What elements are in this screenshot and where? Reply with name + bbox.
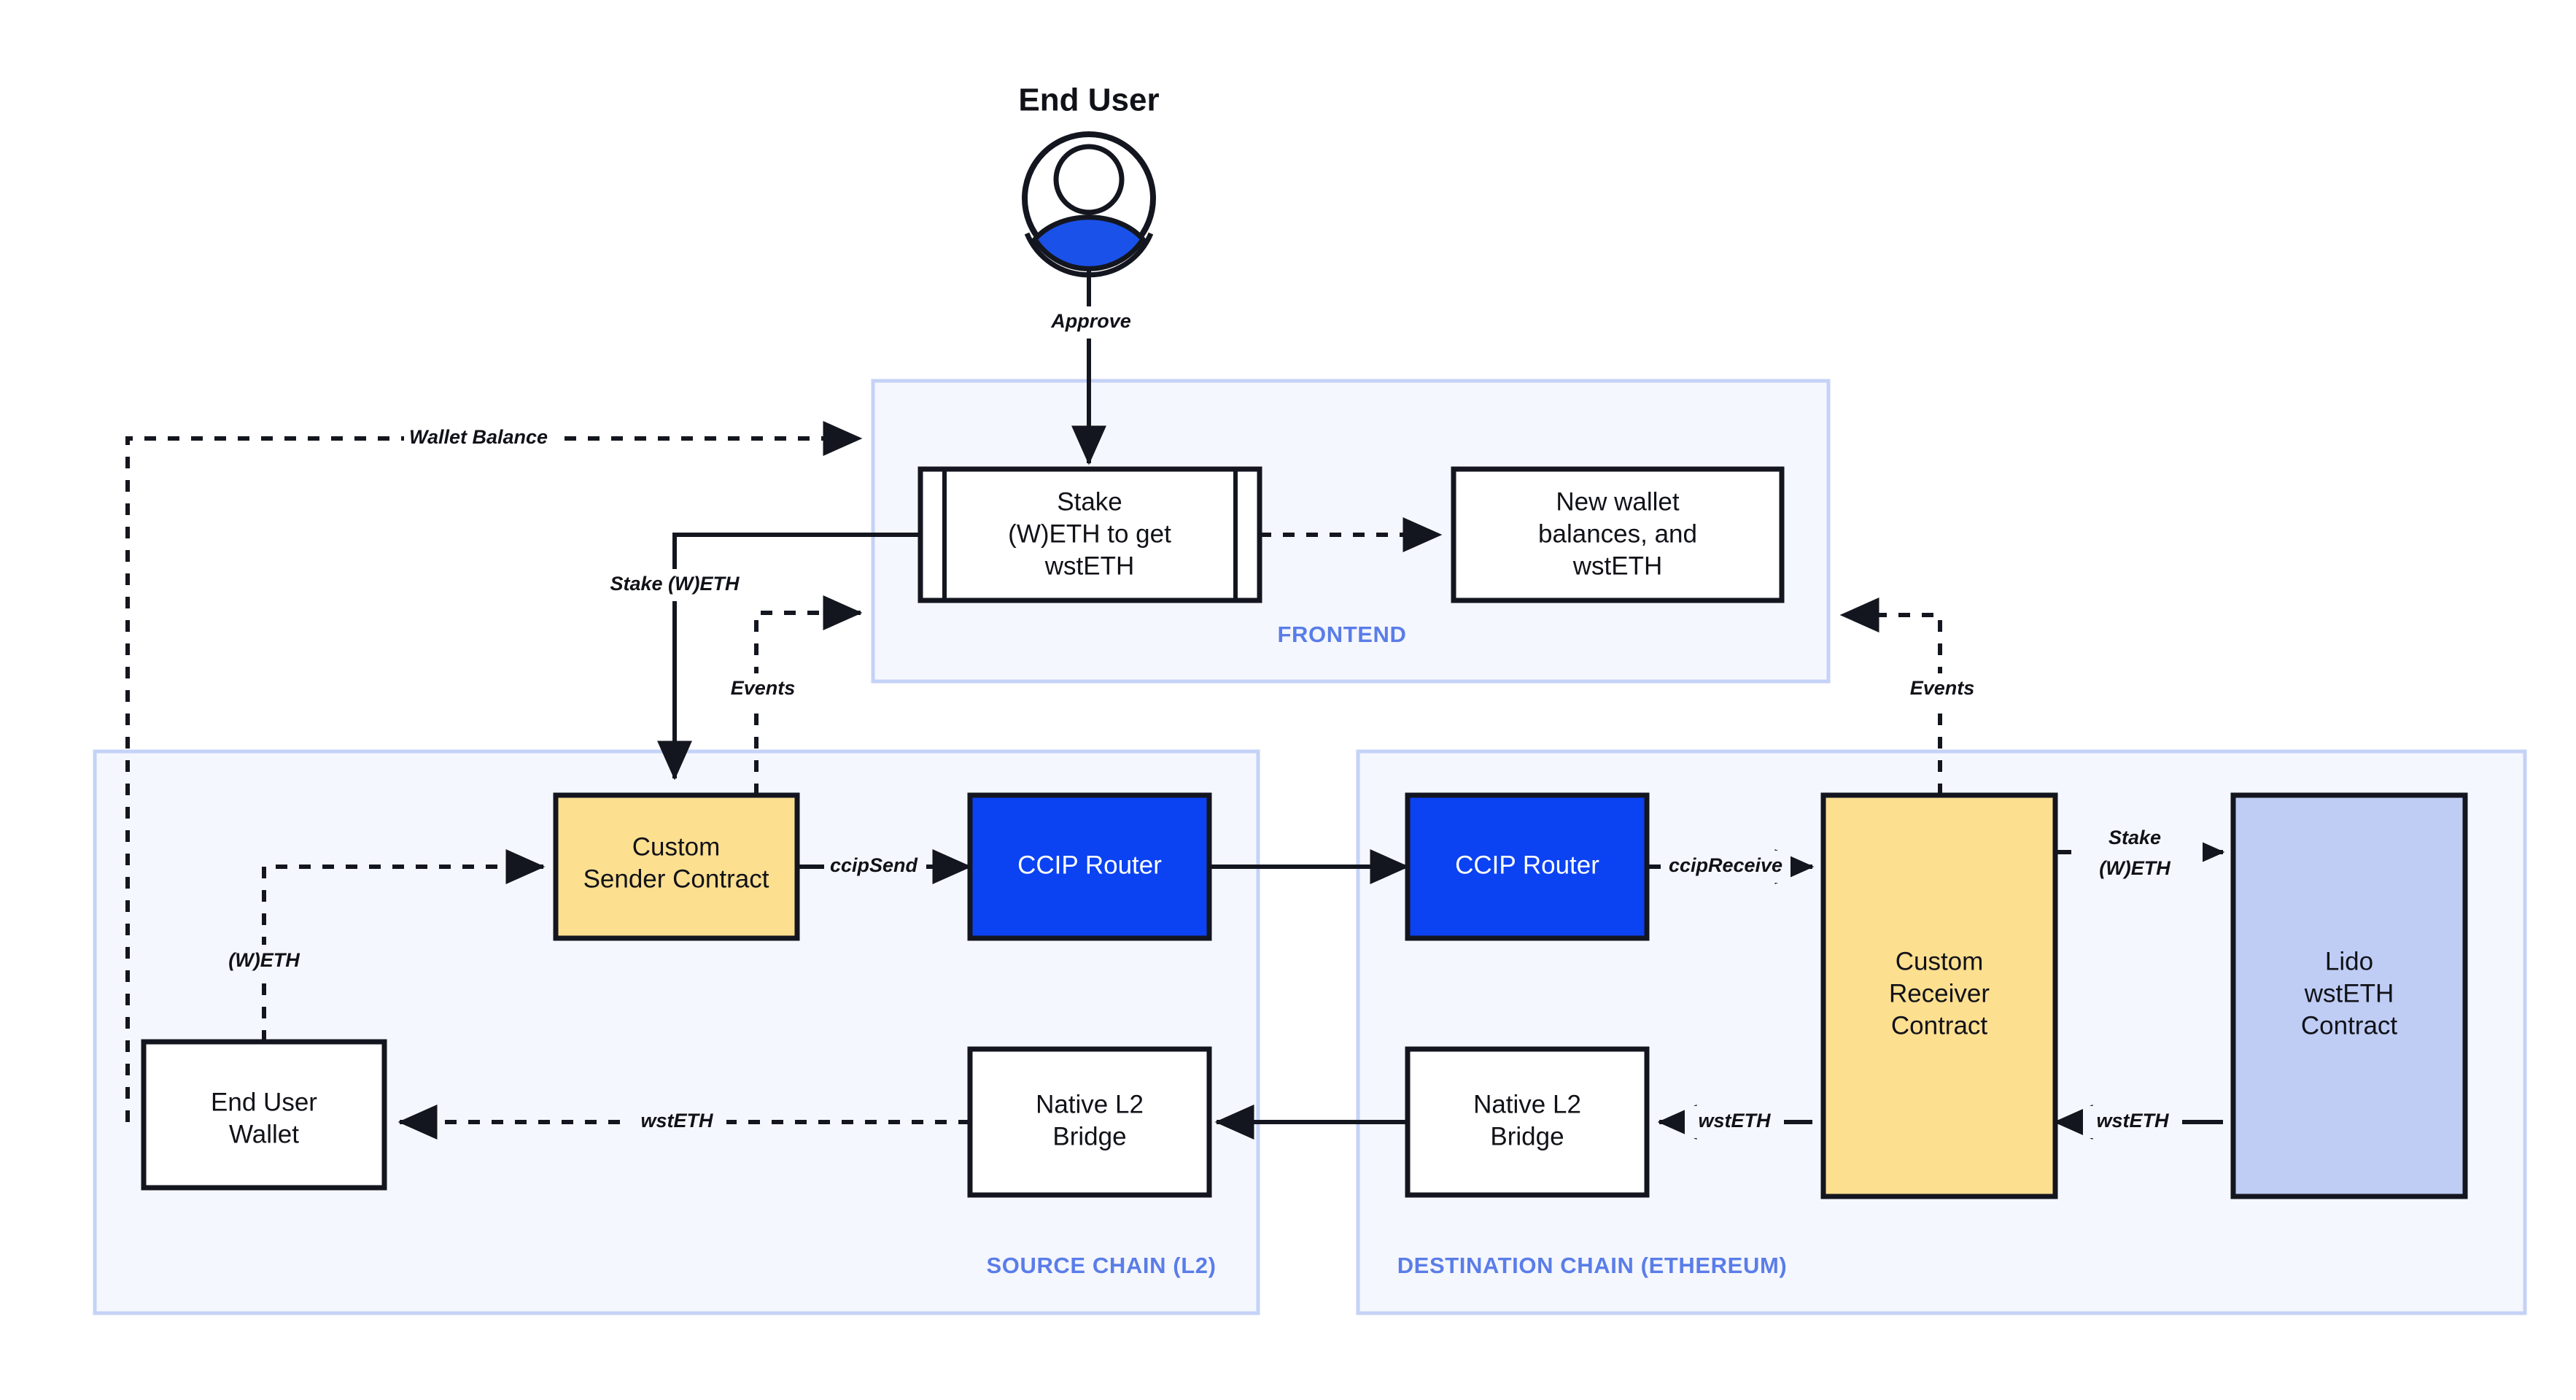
edge-stake-weth-destination-label-line2: (W)ETH (2099, 857, 2170, 879)
edge-weth: (W)ETH (219, 849, 546, 1042)
edge-ccip-send-label-bg (824, 851, 926, 883)
edge-stake-weth-frontend-path (657, 533, 920, 781)
node-native-l2-bridge-source-line2: Bridge (1052, 1122, 1126, 1150)
edge-ccip-receive-label-bg (1661, 851, 1791, 883)
edge-wallet-balance: Wallet Balance (125, 421, 863, 1122)
edge-approve-label: Approve (1050, 310, 1131, 332)
edge-wsteth-lido-to-receiver-label: wstETH (2096, 1110, 2169, 1132)
node-ccip-router-source-rect[interactable] (967, 792, 1212, 941)
edge-events-destination-label: Events (1910, 677, 1975, 699)
edge-wsteth-lido-to-receiver: wstETH (2053, 1105, 2223, 1140)
edge-wsteth-bridge-to-wallet: wstETH (397, 1105, 970, 1140)
node-custom-sender-contract-line2: Sender Contract (583, 865, 769, 893)
edge-wsteth-bridge-to-wallet-label-bg (627, 1106, 726, 1138)
node-native-l2-bridge-source[interactable]: Native L2 Bridge (967, 1046, 1212, 1198)
node-ccip-router-destination[interactable]: CCIP Router (1405, 792, 1650, 941)
zone-destination-chain-label: DESTINATION CHAIN (ETHEREUM) (1397, 1253, 1788, 1278)
edge-wsteth-lido-to-receiver-label-bg (2083, 1106, 2182, 1138)
edge-wallet-balance-label: Wallet Balance (409, 426, 548, 448)
node-lido-wsteth-contract-line1: Lido (2325, 947, 2373, 975)
actor-end-user: End User (1018, 82, 1160, 278)
node-stake-form[interactable]: Stake (W)ETH to get wstETH (917, 466, 1262, 603)
node-stake-form-line3: wstETH (1044, 552, 1135, 580)
node-custom-receiver-contract-line3: Contract (1891, 1011, 1988, 1040)
node-custom-receiver-contract-rect[interactable] (1820, 792, 2058, 1199)
node-end-user-wallet-rect[interactable] (141, 1039, 387, 1191)
node-ccip-router-source-label: CCIP Router (1017, 851, 1162, 879)
node-stake-form-line2: (W)ETH to get (1008, 519, 1171, 548)
edge-wsteth-receiver-to-bridge-label-bg (1685, 1106, 1784, 1138)
node-native-l2-bridge-source-line1: Native L2 (1036, 1090, 1144, 1118)
edge-wallet-balance-label-bg (404, 422, 554, 454)
node-custom-receiver-contract[interactable]: Custom Receiver Contract (1820, 792, 2058, 1199)
node-native-l2-bridge-destination-rect[interactable] (1405, 1046, 1650, 1198)
user-avatar-icon (1022, 131, 1156, 278)
edge-ccip-send-label: ccipSend (830, 854, 918, 876)
zone-source-chain-label: SOURCE CHAIN (L2) (986, 1253, 1216, 1278)
actor-end-user-title: End User (1018, 82, 1159, 118)
node-new-balances-line3: wstETH (1572, 552, 1663, 580)
node-stake-form-rect[interactable] (917, 466, 1262, 603)
edge-stake-weth-frontend-label-bg (609, 569, 744, 601)
edge-stake-weth-destination-label-bg (2071, 824, 2203, 886)
edge-approve-label-bg (1044, 306, 1138, 339)
edge-events-destination-label-bg (1900, 673, 1982, 705)
node-lido-wsteth-contract-line2: wstETH (2304, 979, 2394, 1008)
node-new-balances-line2: balances, and (1538, 519, 1697, 548)
edge-wsteth-receiver-to-bridge: wstETH (1657, 1105, 1812, 1140)
edge-events-source-label-bg (718, 673, 799, 705)
edge-weth-label: (W)ETH (228, 949, 300, 971)
node-ccip-router-source[interactable]: CCIP Router (967, 792, 1212, 941)
node-custom-sender-contract-line1: Custom (632, 832, 721, 861)
edge-ccip-receive-label: ccipReceive (1669, 854, 1782, 876)
edge-stake-weth-destination-label-line1: Stake (2108, 827, 2161, 848)
edge-wsteth-receiver-to-bridge-label: wstETH (1698, 1110, 1771, 1132)
edge-events-destination: Events (1839, 597, 1982, 795)
node-custom-receiver-contract-line1: Custom (1896, 947, 1984, 975)
node-custom-sender-contract[interactable]: Custom Sender Contract (553, 792, 800, 941)
node-custom-receiver-contract-line2: Receiver (1889, 979, 1990, 1008)
node-native-l2-bridge-destination-line1: Native L2 (1473, 1090, 1581, 1118)
node-native-l2-bridge-destination-line2: Bridge (1490, 1122, 1564, 1150)
edge-stake-weth-frontend-label: Stake (W)ETH (610, 573, 740, 595)
edge-approve-label-group: Approve (1044, 306, 1138, 339)
node-lido-wsteth-contract-rect[interactable] (2230, 792, 2468, 1199)
node-stake-form-line1: Stake (1057, 487, 1122, 516)
node-end-user-wallet-line1: End User (211, 1088, 317, 1116)
node-new-balances[interactable]: New wallet balances, and wstETH (1451, 466, 1785, 603)
edge-ccip-send: ccipSend (797, 849, 972, 884)
edge-wsteth-bridge-to-wallet-label: wstETH (640, 1110, 713, 1132)
node-new-balances-line1: New wallet (1556, 487, 1679, 516)
node-ccip-router-destination-rect[interactable] (1405, 792, 1650, 941)
edge-events-source-label: Events (731, 677, 796, 699)
node-end-user-wallet[interactable]: End User Wallet (141, 1039, 387, 1191)
edge-wallet-balance-path (125, 421, 863, 1122)
node-custom-sender-contract-rect[interactable] (553, 792, 800, 941)
edge-weth-path (262, 849, 546, 1042)
node-lido-wsteth-contract[interactable]: Lido wstETH Contract (2230, 792, 2468, 1199)
node-native-l2-bridge-source-rect[interactable] (967, 1046, 1212, 1198)
edge-events-source: Events (718, 595, 863, 795)
node-native-l2-bridge-destination[interactable]: Native L2 Bridge (1405, 1046, 1650, 1198)
node-lido-wsteth-contract-line3: Contract (2301, 1011, 2398, 1040)
node-ccip-router-destination-label: CCIP Router (1455, 851, 1599, 879)
edge-stake-weth-frontend: Stake (W)ETH (609, 533, 920, 781)
edge-stake-weth-destination: Stake (W)ETH (2046, 824, 2225, 886)
edge-ccip-receive: ccipReceive (1647, 849, 1815, 884)
edge-weth-label-bg (219, 945, 312, 977)
node-end-user-wallet-line2: Wallet (229, 1120, 299, 1148)
node-new-balances-rect[interactable] (1451, 466, 1785, 603)
zone-frontend-label: FRONTEND (1277, 622, 1406, 647)
